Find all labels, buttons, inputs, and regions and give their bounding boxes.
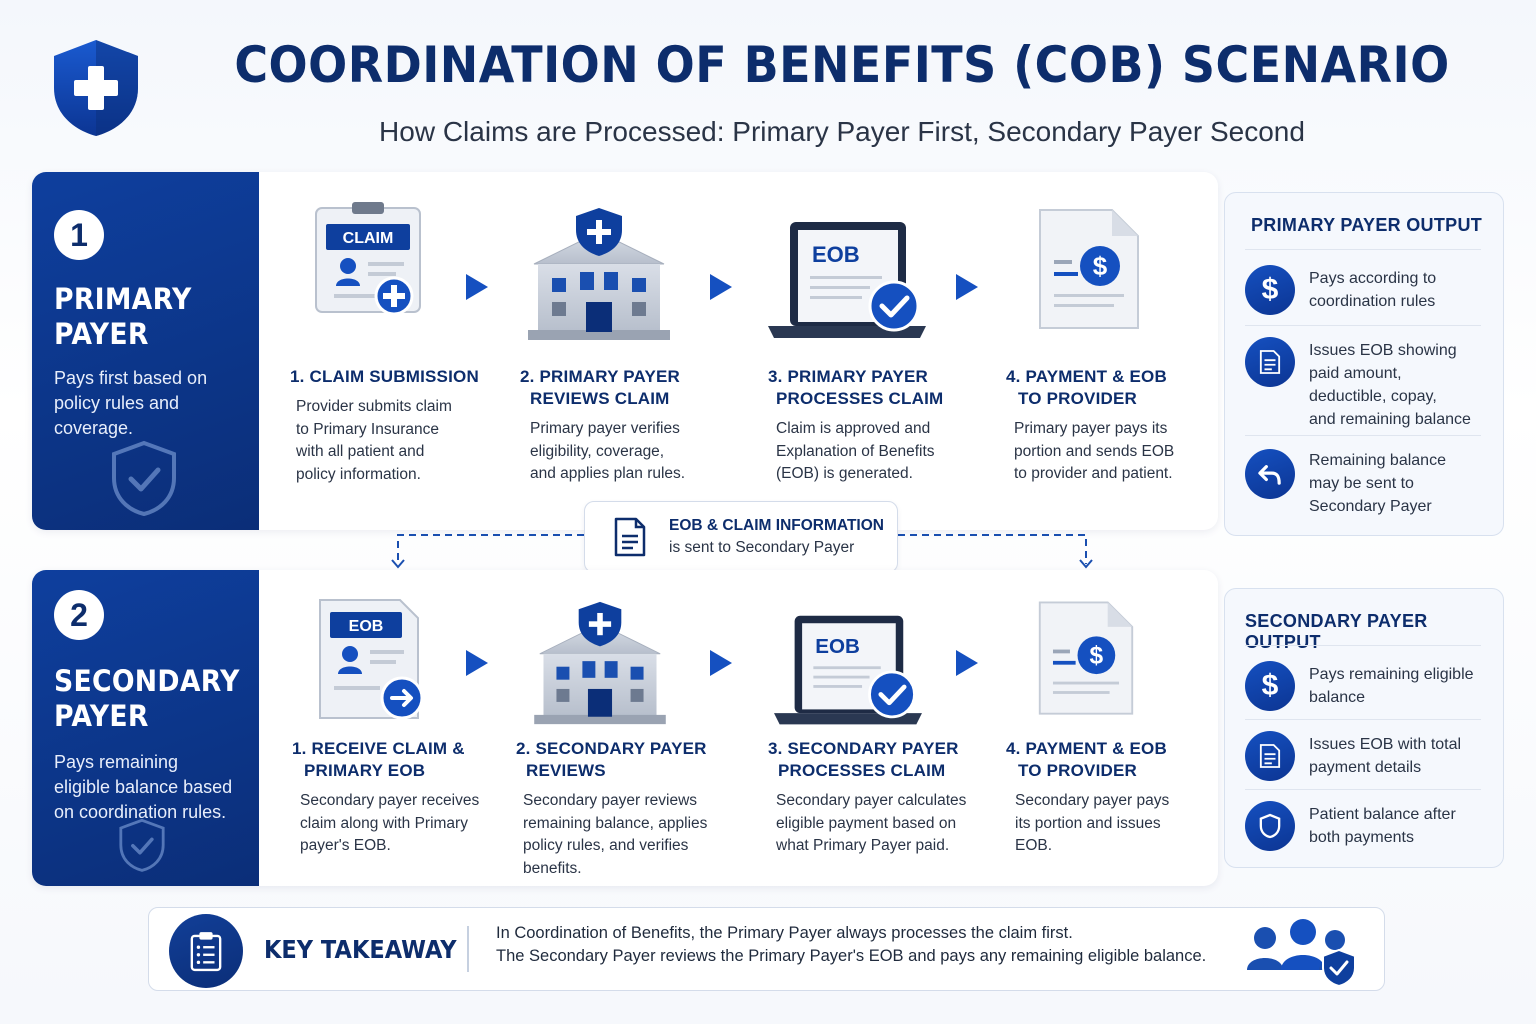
dollar-icon: $: [1245, 661, 1295, 711]
output-item: Issues EOB showing paid amount, deductib…: [1245, 337, 1489, 431]
step-title: 1. RECEIVE CLAIM & PRIMARY EOB: [292, 739, 465, 780]
svg-text:EOB: EOB: [812, 242, 860, 267]
insurance-building-icon: [524, 206, 674, 347]
arrow-right-icon: [710, 650, 732, 676]
divider: [1245, 645, 1481, 646]
shield-check-icon: [118, 818, 166, 872]
laptop-eob-icon: EOB: [770, 612, 926, 735]
arrow-right-icon: [466, 274, 488, 300]
output-text: Issues EOB showing paid amount, deductib…: [1309, 342, 1471, 428]
connector-subtitle: is sent to Secondary Payer: [669, 539, 855, 556]
output-text: Pays remaining eligible balance: [1309, 666, 1474, 706]
svg-text:$: $: [1090, 643, 1104, 670]
laptop-eob-icon: EOB: [764, 218, 930, 349]
connector-title: EOB & CLAIM INFORMATION: [669, 517, 884, 534]
payment-document-icon: $: [1036, 208, 1142, 337]
panel-title: SECONDARY PAYER OUTPUT: [1245, 611, 1428, 652]
output-text: Remaining balance may be sent to Seconda…: [1309, 452, 1446, 515]
step-description: Secondary payer reviews remaining balanc…: [523, 792, 708, 877]
step-title: 2. SECONDARY PAYER REVIEWS: [516, 739, 707, 780]
step-title: 4. PAYMENT & EOB TO PROVIDER: [1006, 739, 1167, 780]
step-description: Primary payer pays its portion and sends…: [1014, 420, 1175, 482]
divider: [1245, 325, 1481, 326]
output-item: Issues EOB with total payment details: [1245, 731, 1489, 781]
arrow-right-icon: [466, 650, 488, 676]
shield-check-icon: [110, 440, 178, 517]
shield-plus-logo-icon: [50, 38, 142, 138]
svg-text:$: $: [1093, 251, 1108, 281]
output-item: Remaining balance may be sent to Seconda…: [1245, 449, 1489, 521]
payment-document-icon: $: [1036, 598, 1136, 725]
step-title: 4. PAYMENT & EOB TO PROVIDER: [1006, 367, 1167, 408]
step-description: Primary payer verifies eligibility, cove…: [530, 420, 686, 482]
eob-transfer-box: EOB & CLAIM INFORMATION is sent to Secon…: [584, 501, 898, 573]
divider: [467, 926, 469, 972]
step-title: 3. PRIMARY PAYER PROCESSES CLAIM: [768, 367, 944, 408]
page-title: COORDINATION OF BENEFITS (COB) SCENARIO: [234, 36, 1450, 94]
output-text: Patient balance after both payments: [1309, 806, 1456, 846]
step-number-badge: 2: [54, 590, 104, 640]
arrow-right-icon: [710, 274, 732, 300]
step-description: Secondary payer calculates eligible paym…: [776, 792, 967, 854]
step-description: Claim is approved and Explanation of Ben…: [776, 420, 935, 482]
output-item: $ Pays according to coordination rules: [1245, 265, 1489, 315]
people-shield-icon: [1243, 914, 1359, 995]
output-item: $ Pays remaining eligible balance: [1245, 661, 1489, 711]
svg-text:EOB: EOB: [349, 618, 384, 635]
divider: [1245, 249, 1481, 250]
secondary-output-panel: SECONDARY PAYER OUTPUT $ Pays remaining …: [1224, 588, 1504, 868]
output-text: Pays according to coordination rules: [1309, 270, 1437, 310]
secondary-payer-sidebar: 2 SECONDARY PAYER Pays remaining eligibl…: [32, 570, 259, 886]
takeaway-title: KEY TAKEAWAY: [264, 935, 457, 964]
insurance-building-icon: [530, 600, 670, 731]
dollar-icon: $: [1245, 265, 1295, 315]
primary-payer-section: 1 PRIMARY PAYER Pays first based on poli…: [32, 172, 1218, 530]
clipboard-checklist-icon: [169, 914, 243, 988]
step-description: Secondary payer pays its portion and iss…: [1015, 792, 1170, 854]
sidebar-title: PRIMARY PAYER: [54, 282, 192, 351]
dashed-connector-lines: [391, 534, 1093, 569]
sidebar-description: Pays first based on policy rules and cov…: [54, 368, 208, 438]
panel-title: PRIMARY PAYER OUTPUT: [1251, 215, 1483, 235]
step-description: Provider submits claim to Primary Insura…: [296, 398, 452, 483]
sidebar-title: SECONDARY PAYER: [54, 664, 240, 733]
step-description: Secondary payer receives claim along wit…: [300, 792, 480, 854]
primary-output-panel: PRIMARY PAYER OUTPUT $ Pays according to…: [1224, 192, 1504, 536]
document-icon: [613, 516, 647, 563]
secondary-payer-section: 2 SECONDARY PAYER Pays remaining eligibl…: [32, 570, 1218, 886]
output-text: Issues EOB with total payment details: [1309, 736, 1462, 776]
takeaway-line: The Secondary Payer reviews the Primary …: [496, 947, 1207, 965]
primary-payer-sidebar: 1 PRIMARY PAYER Pays first based on poli…: [32, 172, 259, 530]
shield-icon: [1245, 801, 1295, 851]
claim-clipboard-icon: CLAIM: [314, 200, 426, 321]
takeaway-line: In Coordination of Benefits, the Primary…: [496, 924, 1073, 942]
document-icon: [1245, 337, 1295, 387]
step-title: 1. CLAIM SUBMISSION: [290, 367, 479, 386]
page-subtitle: How Claims are Processed: Primary Payer …: [379, 116, 1305, 147]
svg-text:CLAIM: CLAIM: [343, 230, 394, 247]
arrow-right-icon: [956, 650, 978, 676]
return-arrow-icon: [1245, 449, 1295, 499]
divider: [1245, 719, 1481, 720]
step-title: 3. SECONDARY PAYER PROCESSES CLAIM: [768, 739, 959, 780]
svg-text:EOB: EOB: [815, 635, 860, 658]
divider: [1245, 435, 1481, 436]
document-icon: [1245, 731, 1295, 781]
output-item: Patient balance after both payments: [1245, 801, 1489, 851]
step-number-badge: 1: [54, 210, 104, 260]
step-title: 2. PRIMARY PAYER REVIEWS CLAIM: [520, 367, 681, 408]
arrow-right-icon: [956, 274, 978, 300]
sidebar-description: Pays remaining eligible balance based on…: [54, 752, 233, 822]
eob-receive-document-icon: EOB: [318, 598, 430, 727]
key-takeaway-box: KEY TAKEAWAY In Coordination of Benefits…: [148, 907, 1385, 991]
divider: [1245, 789, 1481, 790]
